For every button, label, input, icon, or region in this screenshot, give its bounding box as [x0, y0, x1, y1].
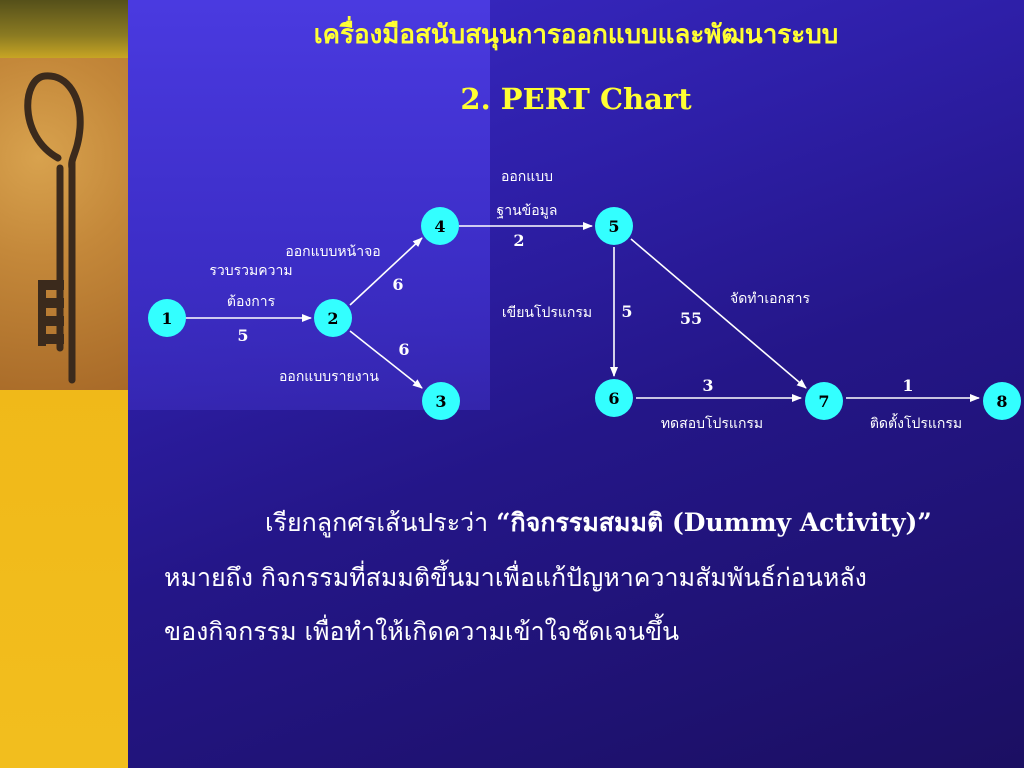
node-4: 4: [421, 207, 459, 245]
paragraph-term-dummy-activity: “กิจกรรมสมมติ (Dummy Activity)”: [496, 508, 932, 537]
edge-label-4-5-line1: ออกแบบ: [501, 169, 553, 185]
paragraph-line-3: ของกิจกรรม เพื่อทำให้เกิดความเข้าใจชัดเจ…: [164, 617, 680, 646]
paragraph-line-2: หมายถึง กิจกรรมที่สมมติขึ้นมาเพื่อแก้ปัญ…: [164, 563, 867, 592]
svg-text:4: 4: [434, 217, 445, 236]
duration-6-7: 3: [702, 376, 713, 395]
duration-4-5: 2: [513, 231, 524, 250]
node-3: 3: [422, 382, 460, 420]
svg-text:2: 2: [327, 309, 338, 328]
sidebar-top-band: [0, 0, 128, 58]
node-5: 5: [595, 207, 633, 245]
svg-text:8: 8: [996, 392, 1007, 411]
node-8: 8: [983, 382, 1021, 420]
edge-label-1-2-line1: รวบรวมความ: [209, 263, 292, 279]
edge-2-3: [349, 330, 423, 389]
edge-label-2-3: ออกแบบรายงาน: [279, 369, 379, 385]
edge-5-7: [630, 238, 807, 389]
paragraph-line-1-prefix: เรียกลูกศรเส้นประว่า: [265, 508, 497, 537]
slide-subtitle: 2. PERT Chart: [460, 82, 692, 116]
paragraph-line-1: เรียกลูกศรเส้นประว่า “กิจกรรมสมมติ (Dumm…: [265, 503, 932, 543]
node-6: 6: [595, 379, 633, 417]
svg-text:6: 6: [608, 389, 619, 408]
duration-2-3: 6: [398, 340, 409, 359]
edge-label-6-7: ทดสอบโปรแกรม: [661, 415, 763, 432]
edge-label-4-5-line2: ฐานข้อมูล: [497, 203, 558, 219]
old-key-icon: [0, 58, 128, 390]
edge-2-4: [349, 237, 423, 306]
duration-5-6: 5: [621, 302, 632, 321]
duration-7-8: 1: [902, 376, 913, 395]
highlight-panel: [128, 0, 490, 410]
edge-label-5-7: จัดทำเอกสาร: [730, 291, 810, 307]
svg-text:3: 3: [435, 392, 446, 411]
node-2: 2: [314, 299, 352, 337]
edge-label-5-6: เขียนโปรแกรม: [502, 304, 592, 321]
node-7: 7: [805, 382, 843, 420]
edge-label-7-8: ติดตั้งโปรแกรม: [870, 413, 962, 432]
duration-5-7: 55: [680, 309, 702, 328]
svg-text:7: 7: [818, 392, 829, 411]
duration-1-2: 5: [237, 326, 248, 345]
slide-title: เครื่องมือสนับสนุนการออกแบบและพัฒนาระบบ: [313, 20, 839, 50]
node-1: 1: [148, 299, 186, 337]
edge-label-2-4: ออกแบบหน้าจอ: [285, 244, 380, 260]
duration-2-4: 6: [392, 275, 403, 294]
edge-label-1-2-line2: ต้องการ: [227, 294, 276, 310]
svg-text:5: 5: [608, 217, 619, 236]
svg-text:1: 1: [161, 309, 172, 328]
